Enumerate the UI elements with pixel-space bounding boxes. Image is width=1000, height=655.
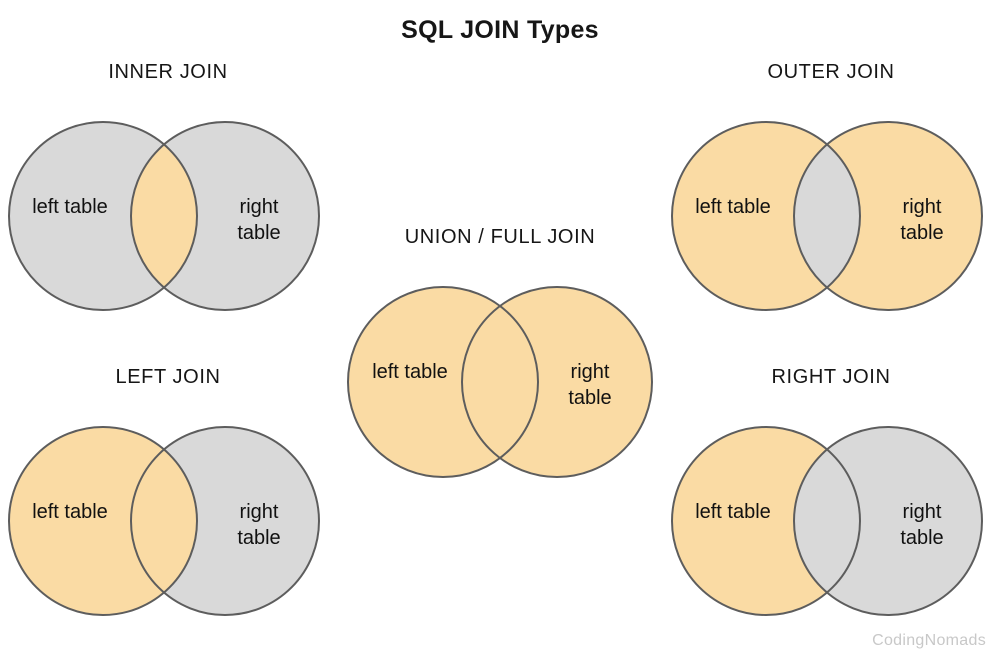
- right-table-label: right table: [900, 196, 944, 244]
- overlap-region: [462, 287, 538, 477]
- right-table-label: right table: [900, 501, 944, 549]
- venn-title-union-full-join: UNION / FULL JOIN: [404, 226, 596, 248]
- venn-diagram-right-join: [671, 426, 983, 616]
- right-table-label: right table: [568, 361, 612, 409]
- overlap-region: [794, 427, 860, 615]
- overlap-region: [131, 427, 197, 615]
- right-table-label: right table: [237, 196, 281, 244]
- page-title: SQL JOIN Types: [401, 16, 599, 44]
- venn-diagram-outer-join: [671, 121, 983, 311]
- venn-title-left-join: LEFT JOIN: [115, 366, 221, 388]
- right-circle-outline: [461, 286, 653, 478]
- overlap-region: [131, 122, 197, 310]
- panel-union-full-join: UNION / FULL JOIN left table right table: [332, 220, 668, 515]
- left-circle-outline: [8, 121, 198, 311]
- overlap-region: [794, 122, 860, 310]
- panel-right-join: RIGHT JOIN left table right table: [663, 360, 999, 655]
- right-circle-outline: [793, 121, 983, 311]
- left-table-label: left table: [32, 196, 108, 218]
- venn-diagram-left-join: [8, 426, 320, 616]
- right-circle-outline: [130, 426, 320, 616]
- left-table-label: left table: [695, 196, 771, 218]
- venn-diagram-inner-join: [8, 121, 320, 311]
- left-circle-outline: [671, 121, 861, 311]
- right-circle-outline: [793, 426, 983, 616]
- left-circle-outline: [8, 426, 198, 616]
- panel-left-join: LEFT JOIN left table right table: [0, 360, 336, 655]
- right-circle-outline: [130, 121, 320, 311]
- venn-diagram-union-full-join: [347, 286, 653, 478]
- watermark: CodingNomads: [872, 632, 986, 649]
- left-table-label: left table: [32, 501, 108, 523]
- left-table-label: left table: [372, 361, 448, 383]
- right-table-label: right table: [237, 501, 281, 549]
- left-circle-outline: [347, 286, 539, 478]
- panel-inner-join: INNER JOIN left table right table: [0, 55, 336, 350]
- venn-title-inner-join: INNER JOIN: [108, 61, 228, 83]
- panel-outer-join: OUTER JOIN left table right table: [663, 55, 999, 350]
- left-table-label: left table: [695, 501, 771, 523]
- left-circle-outline: [671, 426, 861, 616]
- venn-title-right-join: RIGHT JOIN: [771, 366, 891, 388]
- venn-title-outer-join: OUTER JOIN: [767, 61, 895, 83]
